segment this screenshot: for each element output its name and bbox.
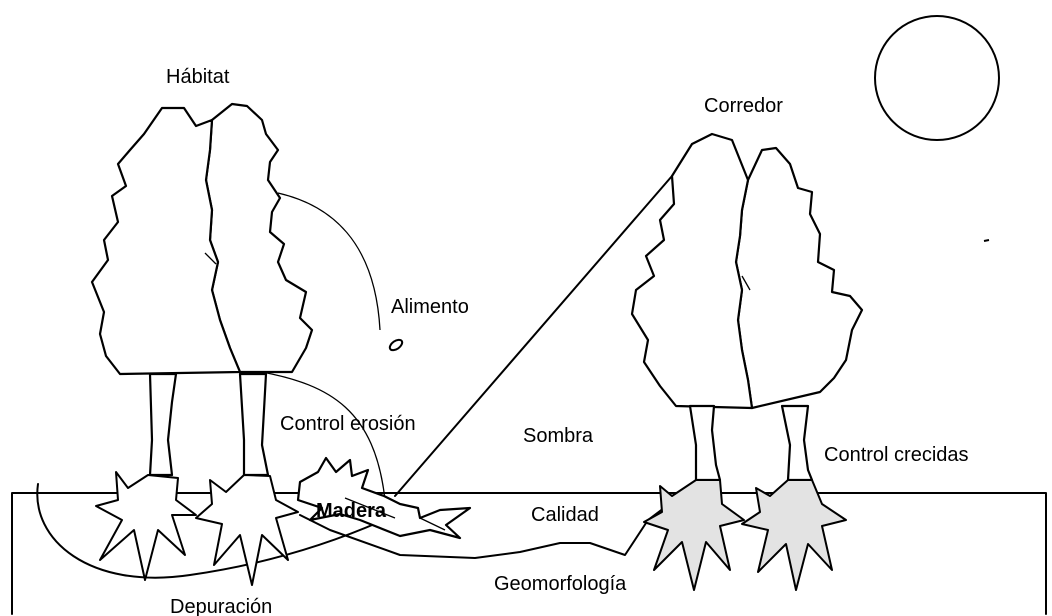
right-trunk-a [690, 406, 720, 480]
label-sombra: Sombra [523, 425, 594, 447]
right-trunk-b [782, 406, 812, 480]
label-depuracion: Depuración [170, 596, 272, 616]
alimento-leaf-icon [388, 338, 404, 353]
left-roots-a [96, 472, 196, 580]
label-habitat: Hábitat [166, 66, 230, 88]
label-corredor: Corredor [704, 95, 783, 117]
stray-mark [984, 240, 989, 241]
left-roots-b [196, 475, 298, 585]
right-roots-b [742, 480, 846, 590]
label-control-erosion: Control erosión [280, 413, 416, 435]
left-trunk-b [240, 374, 268, 475]
label-alimento: Alimento [391, 296, 469, 318]
right-roots-a [644, 480, 744, 590]
label-madera: Madera [316, 500, 387, 522]
right-tree-back [736, 148, 862, 408]
label-control-crecidas: Control crecidas [824, 444, 969, 466]
right-tree-front [632, 134, 752, 408]
label-calidad: Calidad [531, 504, 599, 526]
sombra-line [395, 176, 672, 496]
sun-icon [875, 16, 999, 140]
left-trunk-a [150, 374, 176, 475]
label-geomorfologia: Geomorfología [494, 573, 627, 595]
